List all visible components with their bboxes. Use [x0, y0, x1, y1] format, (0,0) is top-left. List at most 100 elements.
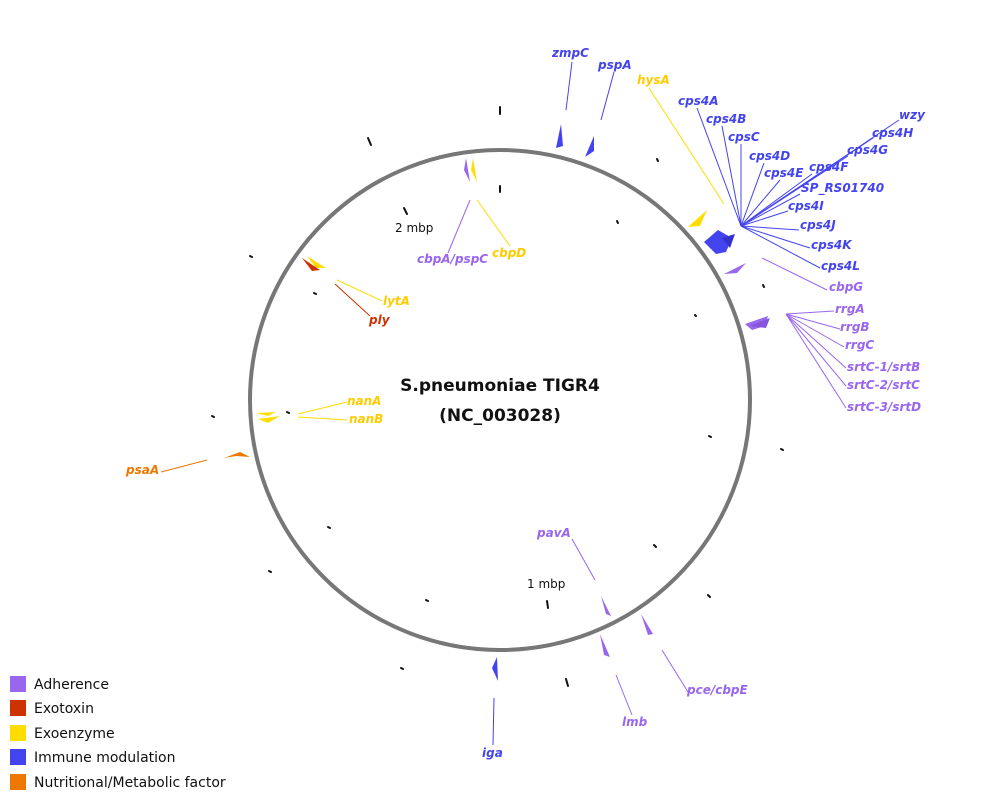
leader-rrgA [785, 310, 835, 315]
gene-label-cbpD: cbpD [492, 246, 526, 260]
leader-cps4I [740, 210, 789, 227]
gene-label-pspA: pspA [597, 58, 632, 72]
tick-minor [327, 526, 331, 529]
leader-ply [334, 283, 371, 317]
leader-lmb [615, 674, 633, 716]
legend-label-adherence: Adherence [34, 677, 109, 693]
tick-minor [286, 411, 290, 414]
tick-minor [708, 435, 712, 438]
gene-label-lmb: lmb [622, 715, 648, 729]
gene-label-cbpG: cbpG [829, 280, 863, 294]
gene-label-hysA: hysA [637, 73, 670, 87]
tick-major [367, 137, 372, 146]
scale-ticks [211, 106, 784, 687]
gene-label-cps4H: cps4H [872, 126, 913, 140]
leader-srtC-2 [785, 313, 847, 387]
leader-SP_RS01740 [740, 193, 801, 227]
gene-marker-pavA [601, 596, 611, 616]
gene-label-srtC-3: srtC-3/srtD [847, 400, 921, 414]
gene-marker-lytA [307, 256, 326, 268]
tick-minor [707, 594, 711, 598]
gene-label-SP_RS01740: SP_RS01740 [801, 181, 884, 196]
leader-cps4D [740, 162, 765, 227]
leader-iga [492, 697, 495, 746]
leader-psaA [160, 459, 208, 473]
gene-labels: zmpC pspA hysA cps4A cps4B cpsC cps4D cp… [125, 46, 926, 760]
leader-pavA [571, 538, 596, 581]
tick-minor [313, 292, 317, 295]
gene-label-srtC-1: srtC-1/srtB [847, 360, 920, 374]
gene-label-iga: iga [482, 746, 503, 760]
gene-label-cps4E: cps4E [764, 166, 804, 180]
leader-rrgC [785, 313, 845, 348]
leader-hysA [648, 87, 725, 205]
legend-swatch-immune-modulation [10, 749, 26, 765]
leader-lytA [336, 279, 383, 302]
leader-cps4F [740, 173, 813, 227]
gene-markers [224, 124, 770, 681]
gene-marker-iga [492, 657, 498, 681]
leader-srtC-1 [785, 313, 847, 369]
leader-cbpA [447, 199, 471, 254]
legend: Adherence Exotoxin Exoenzyme Immune modu… [10, 676, 226, 791]
gene-marker-pspA [585, 136, 594, 157]
gene-label-cps4A: cps4A [678, 94, 718, 108]
leader-cps4B [721, 125, 742, 227]
gene-label-cps4L: cps4L [821, 259, 860, 273]
leader-cps4A [696, 107, 742, 227]
legend-swatch-nutritional [10, 774, 26, 790]
tick-major [403, 207, 408, 215]
tick-minor [653, 544, 657, 548]
scale-label-1mbp: 1 mbp [527, 577, 565, 591]
leader-srtC-3 [785, 313, 847, 409]
gene-label-nanA: nanA [347, 394, 381, 408]
tick-major [565, 678, 569, 687]
gene-label-srtC-2: srtC-2/srtC [847, 378, 920, 392]
tick-minor [425, 599, 429, 602]
scale-label-2mbp: 2 mbp [395, 221, 433, 235]
gene-marker-pce [641, 614, 653, 635]
leader-pspA [600, 71, 615, 121]
legend-label-immune-modulation: Immune modulation [34, 750, 175, 766]
gene-label-cps4J: cps4J [800, 218, 836, 232]
tick-major [546, 600, 549, 609]
gene-marker-cbpD [471, 158, 477, 182]
tick-minor [400, 667, 404, 670]
leader-cps4G [740, 155, 849, 227]
gene-label-cps4G: cps4G [847, 143, 888, 157]
tick-minor [616, 220, 619, 224]
legend-swatch-exoenzyme [10, 725, 26, 741]
genome-title: S.pneumoniae TIGR4 [400, 376, 600, 396]
legend-label-exotoxin: Exotoxin [34, 701, 94, 717]
tick-minor [762, 284, 765, 288]
gene-label-cps4K: cps4K [811, 238, 853, 252]
leader-nanA [297, 401, 348, 415]
gene-marker-cps-cluster-tail [722, 234, 735, 248]
legend-label-nutritional: Nutritional/Metabolic factor [34, 775, 226, 791]
genome-accession: (NC_003028) [439, 406, 561, 426]
leader-cps4K [740, 225, 811, 249]
gene-label-cps4D: cps4D [749, 149, 790, 163]
gene-marker-hysA [688, 210, 707, 227]
tick-minor [249, 255, 253, 258]
leader-cps4L [740, 225, 821, 269]
leader-pce [661, 649, 689, 693]
gene-marker-cbpG [724, 263, 746, 274]
tick-minor [211, 415, 215, 418]
legend-label-exoenzyme: Exoenzyme [34, 726, 115, 742]
leader-nanB [297, 416, 348, 421]
gene-marker-nanB [258, 416, 280, 423]
gene-label-cps4I: cps4I [788, 199, 824, 213]
leader-zmpC [565, 61, 573, 111]
gene-label-rrgB: rrgB [840, 320, 870, 334]
gene-label-pavA: pavA [536, 526, 571, 540]
tick-minor [694, 314, 697, 317]
gene-marker-cps-cluster [704, 230, 732, 254]
gene-marker-nanA [256, 412, 276, 416]
tick-minor [656, 158, 659, 162]
leader-cps4E [740, 179, 781, 227]
gene-label-pce: pce/cbpE [686, 683, 749, 697]
gene-label-cps4F: cps4F [809, 160, 849, 174]
leader-lines [160, 61, 900, 746]
